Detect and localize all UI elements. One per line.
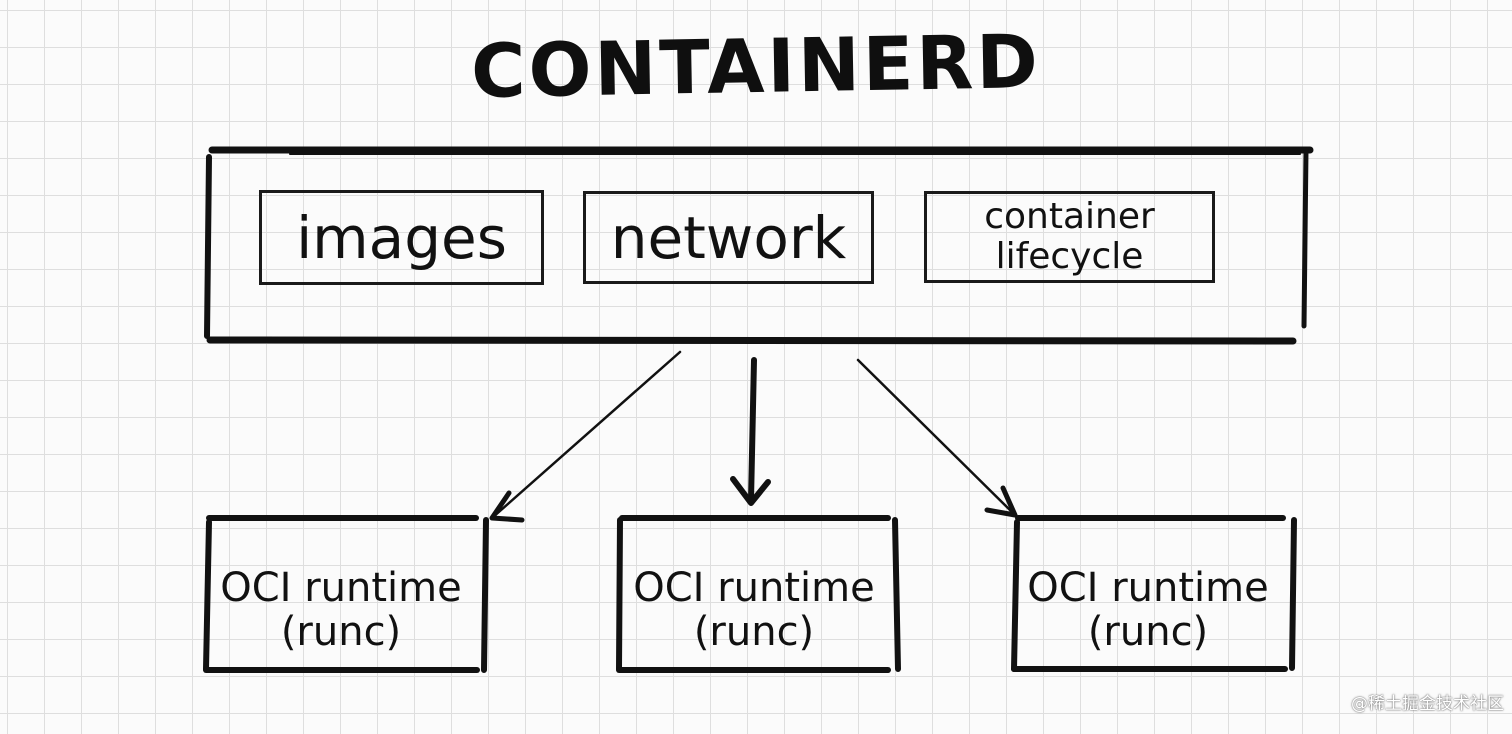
images-box: images: [259, 190, 544, 285]
runtime-box-3: [1011, 515, 1297, 672]
runtime-box-2: [616, 515, 901, 673]
arrow-to-runtime-3: [856, 358, 1018, 518]
runtime-label-3: OCI runtime (runc): [998, 566, 1298, 654]
runtime-2-impl: (runc): [693, 609, 815, 655]
runtime-label-1: OCI runtime (runc): [191, 566, 491, 654]
network-label: network: [610, 203, 847, 272]
runtime-3-impl: (runc): [1087, 609, 1209, 655]
runtime-label-2: OCI runtime (runc): [604, 566, 904, 654]
runtime-2-name: OCI runtime: [633, 565, 875, 611]
watermark: @稀土掘金技术社区: [1351, 694, 1504, 714]
network-box: network: [583, 191, 874, 284]
container-lifecycle-label-line1: container: [984, 196, 1155, 237]
arrow-to-runtime-2: [730, 357, 771, 506]
runtime-box-1: [203, 515, 489, 673]
container-lifecycle-label-line2: lifecycle: [995, 236, 1144, 277]
runtime-1-impl: (runc): [280, 609, 402, 655]
arrow-to-runtime-1: [489, 350, 682, 523]
runtime-1-name: OCI runtime: [220, 565, 462, 611]
runtime-3-name: OCI runtime: [1027, 565, 1269, 611]
images-label: images: [296, 203, 507, 272]
containerd-box: [204, 146, 1314, 345]
container-lifecycle-box: container lifecycle: [924, 191, 1215, 283]
diagram-title: CONTAINERD: [470, 19, 1042, 115]
